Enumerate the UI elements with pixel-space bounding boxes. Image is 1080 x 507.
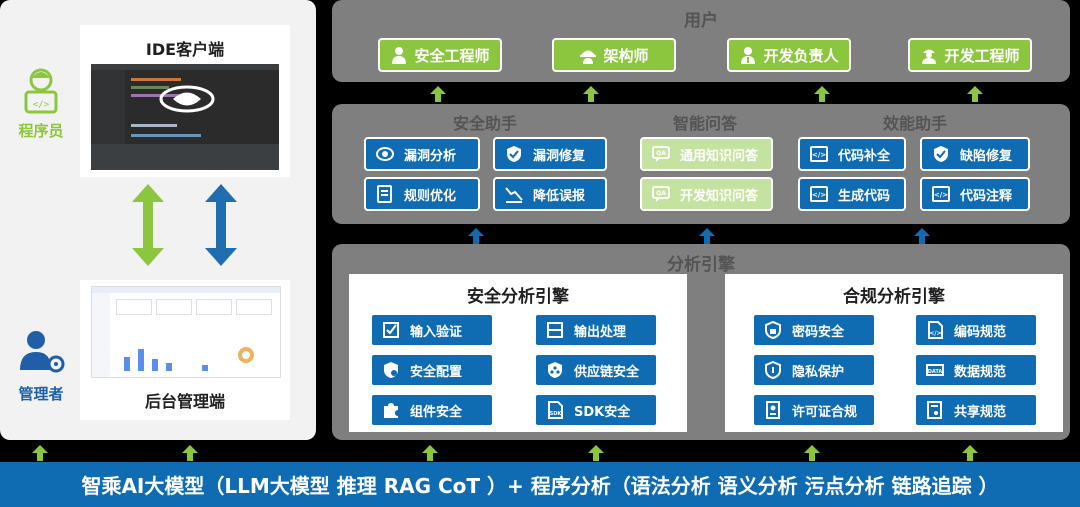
- supply-chain-security: 供应链安全: [534, 353, 658, 387]
- programmer-icon: </>: [24, 68, 58, 114]
- user-architect: 架构师: [552, 38, 676, 72]
- checkbox-icon: [383, 322, 399, 338]
- backend-screenshot: [91, 286, 281, 378]
- code-icon: </>: [810, 146, 828, 162]
- certificate-icon: [766, 401, 780, 419]
- admin-icon: [20, 331, 65, 373]
- qa-title: 智能问答: [672, 114, 737, 133]
- svg-text:</>: </>: [33, 100, 50, 110]
- ide-screenshot: [91, 64, 279, 170]
- code-comment: </> 代码注释: [920, 177, 1030, 211]
- shield-nodes-icon: [548, 362, 562, 378]
- users-title: 用户: [684, 11, 718, 31]
- svg-text:</>: </>: [929, 330, 941, 337]
- shield-info-icon: [765, 361, 781, 379]
- up-arrow: [699, 228, 715, 244]
- user-dev-lead: 开发负责人: [727, 38, 851, 72]
- sdk-security: SDK SDK安全: [534, 393, 658, 427]
- crypto-security: 密码安全: [752, 313, 876, 347]
- trend-down-icon: [505, 187, 523, 203]
- svg-text:SDK: SDK: [550, 411, 563, 417]
- shield-gear-icon: [384, 362, 398, 378]
- component-security: 组件安全: [370, 393, 494, 427]
- up-arrow: [422, 445, 438, 461]
- share-doc-icon: [927, 401, 942, 419]
- license-compliance: 许可证合规: [752, 393, 876, 427]
- lock-icon: [765, 321, 781, 339]
- svg-text:</>: </>: [812, 151, 826, 159]
- compliance-engine-title: 合规分析引擎: [843, 287, 945, 307]
- eye-icon: [376, 147, 394, 161]
- up-arrow: [430, 86, 446, 102]
- user-security-engineer: 安全工程师: [378, 38, 502, 72]
- output-handling: 输出处理: [534, 313, 658, 347]
- worker-icon: [922, 49, 937, 64]
- up-arrow: [914, 228, 930, 244]
- up-arrow: [804, 445, 820, 461]
- doc-list-icon: [377, 185, 392, 203]
- svg-text:QA: QA: [656, 190, 666, 197]
- engines-title: 分析引擎: [667, 255, 735, 275]
- user-developer: 开发工程师: [908, 38, 1032, 72]
- code-icon: </>: [810, 186, 828, 202]
- admin-label: 管理者: [18, 385, 64, 403]
- up-arrow: [967, 86, 983, 102]
- shield-check-icon: [507, 146, 521, 162]
- data-standard: DATA 数据规范: [914, 353, 1038, 387]
- manager-icon: [741, 47, 756, 64]
- up-arrow: [814, 86, 830, 102]
- programmer-label: 程序员: [18, 122, 64, 140]
- data-icon: DATA: [926, 364, 944, 376]
- scan-icon: [547, 322, 563, 338]
- security-config: 安全配置: [370, 353, 494, 387]
- input-validation: 输入验证: [370, 313, 494, 347]
- ide-logo-icon: [159, 85, 215, 113]
- svg-text:QA: QA: [656, 150, 666, 157]
- efficiency-assistant-title: 效能助手: [882, 114, 947, 133]
- dev-qa: QA 开发知识问答: [640, 177, 773, 211]
- defect-fix: 缺陷修复: [920, 137, 1030, 171]
- svg-text:</>: </>: [812, 191, 826, 199]
- coding-standard: </> 编码规范: [914, 313, 1038, 347]
- qa-icon: QA: [652, 186, 670, 202]
- generate-code: </> 生成代码: [798, 177, 906, 211]
- svg-text:</>: </>: [934, 191, 948, 199]
- privacy-protection: 隐私保护: [752, 353, 876, 387]
- foundation-text: 智乘AI大模型（LLM大模型 推理 RAG CoT ）+ 程序分析（语法分析 语…: [81, 474, 999, 498]
- code-icon: </>: [932, 186, 950, 202]
- code-completion: </> 代码补全: [798, 137, 906, 171]
- svg-text:DATA: DATA: [928, 369, 943, 375]
- person-icon: [392, 47, 407, 64]
- security-engine-title: 安全分析引擎: [467, 287, 569, 307]
- security-assistant-title: 安全助手: [452, 114, 517, 133]
- shield-check-icon: [934, 146, 948, 162]
- ide-client-title: IDE客户端: [145, 40, 225, 59]
- up-arrow: [468, 228, 484, 244]
- puzzle-icon: [384, 403, 398, 418]
- up-arrow: [583, 86, 599, 102]
- hardhat-icon: [580, 50, 597, 64]
- backend-title: 后台管理端: [144, 392, 225, 411]
- vuln-analysis: 漏洞分析: [364, 137, 480, 171]
- reduce-false-positive: 降低误报: [493, 177, 607, 211]
- code-doc-icon: </>: [928, 321, 943, 339]
- sdk-doc-icon: SDK: [548, 401, 563, 419]
- up-arrow: [32, 445, 48, 461]
- up-arrow: [588, 445, 604, 461]
- up-arrow: [962, 445, 978, 461]
- blue-double-arrow: [205, 184, 237, 266]
- general-qa: QA 通用知识问答: [640, 137, 773, 171]
- vuln-fix: 漏洞修复: [493, 137, 607, 171]
- foundation-bar: 智乘AI大模型（LLM大模型 推理 RAG CoT ）+ 程序分析（语法分析 语…: [0, 462, 1080, 507]
- qa-icon: QA: [652, 146, 670, 162]
- rule-optimize: 规则优化: [364, 177, 480, 211]
- green-double-arrow: [132, 184, 164, 266]
- up-arrow: [182, 445, 198, 461]
- sharing-standard: 共享规范: [914, 393, 1038, 427]
